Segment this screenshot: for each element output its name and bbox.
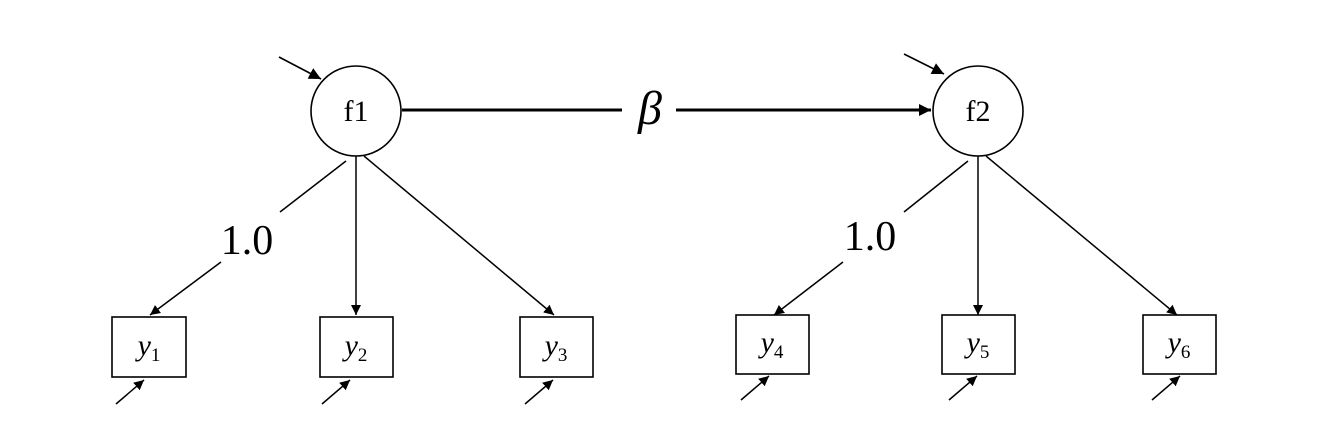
observed-y5-label: y5: [964, 326, 990, 363]
loading-path-f2-y4-upper: [903, 160, 969, 213]
observed-y4-label: y4: [758, 326, 784, 363]
beta-label: β: [637, 82, 662, 135]
latent-factor-f2-label: f2: [966, 95, 991, 128]
loading-path-f1-y3: [363, 155, 555, 316]
observed-y6-label: y6: [1165, 326, 1191, 363]
disturbance-arrow-f2: [903, 53, 945, 75]
error-arrow-y5: [948, 375, 978, 401]
loading-path-f1-y1-upper: [279, 160, 347, 213]
disturbance-arrow-f1: [278, 56, 322, 80]
loading-label-f2-y4: 1.0: [844, 214, 897, 260]
observed-y1-label: y1: [135, 329, 161, 366]
loading-label-f1-y1: 1.0: [221, 218, 274, 264]
loading-path-f2-y6: [985, 155, 1178, 316]
observed-y3-label: y3: [542, 329, 568, 366]
observed-y4-box: [735, 314, 810, 375]
observed-y2-label: y2: [342, 329, 368, 366]
error-arrow-y2: [321, 379, 351, 405]
error-arrow-y4: [740, 375, 770, 401]
error-arrow-y1: [115, 379, 145, 405]
observed-y3-box: [519, 316, 594, 378]
loading-path-f1-y1-lower: [149, 261, 222, 316]
loading-path-f2-y4-lower: [773, 261, 844, 316]
observed-y5-box: [941, 314, 1016, 375]
observed-y1-box: [111, 316, 187, 378]
latent-factor-f1-label: f1: [344, 95, 369, 128]
observed-y6-box: [1142, 314, 1217, 375]
error-arrow-y3: [524, 379, 554, 405]
error-arrow-y6: [1151, 375, 1181, 401]
observed-y2-box: [319, 316, 394, 378]
